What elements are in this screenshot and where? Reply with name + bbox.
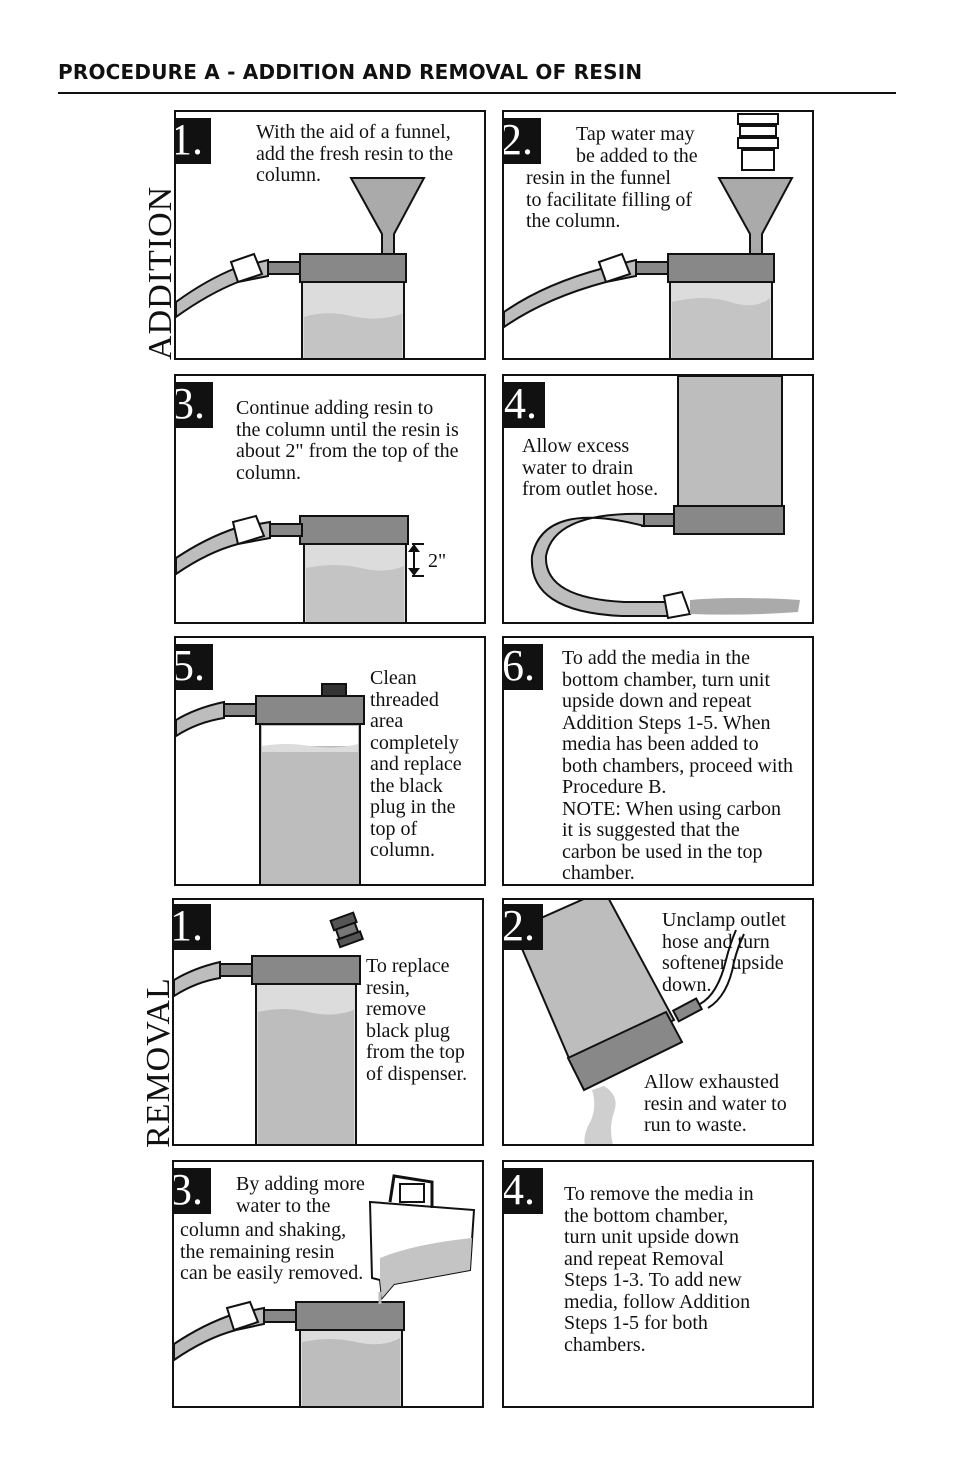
step-instruction-text: To replace resin, remove black plug from… <box>366 955 468 1085</box>
step-instruction-text: To add the media in the bottom chamber, … <box>562 647 794 884</box>
step-instruction-text-top: Tap water may be added to the <box>576 123 698 167</box>
removal-step-1-panel: 1. To replace resin, remove black plug f… <box>172 898 484 1146</box>
addition-step-5-panel: 5. Clean threaded area completely and re… <box>174 636 486 886</box>
step-number-badge: 1. <box>176 118 211 164</box>
step-number-badge: 4. <box>504 1168 543 1214</box>
pitcher-pouring-illustration <box>174 1174 476 1406</box>
step-instruction-text: Allow excess water to drain from outlet … <box>522 435 659 500</box>
step-number-badge: 3. <box>174 1168 211 1214</box>
upside-down-column-illustration <box>512 900 745 1144</box>
addition-step-1-panel: 1. With the aid of a funnel, add the fre… <box>174 110 486 360</box>
draining-column-illustration <box>530 376 800 620</box>
step-number-badge: 6. <box>504 644 543 690</box>
addition-step-6-panel: 6. To add the media in the bottom chambe… <box>502 636 814 886</box>
step-number-badge: 4. <box>504 382 545 428</box>
step-instruction-text: With the aid of a funnel, add the fresh … <box>256 121 454 186</box>
step-instruction-text-top: Unclamp outlet hose and turn softener up… <box>662 909 786 996</box>
step-number-badge: 3. <box>176 382 213 428</box>
removal-step-4-panel: 4. To remove the media in the bottom cha… <box>502 1160 814 1408</box>
addition-step-4-panel: 4. Allow excess water to drain from outl… <box>502 374 814 624</box>
step-instruction-text: Continue adding resin to the column unti… <box>236 397 459 484</box>
filled-column-illustration <box>176 514 424 622</box>
step-number-badge: 1. <box>174 904 211 950</box>
addition-step-2-panel: 2. Tap water may be added to the resin i… <box>502 110 814 360</box>
removal-step-3-panel: 3. By adding more water to the column an… <box>172 1160 484 1408</box>
step-instruction-text: To remove the media in the bottom chambe… <box>564 1183 754 1356</box>
dimension-label: 2" <box>428 550 447 572</box>
step-instruction-text-bottom: column and shaking, the remaining resin … <box>180 1219 364 1284</box>
funnel-column-illustration <box>176 177 426 358</box>
step-instruction-text-bottom: Allow exhausted resin and water to run t… <box>644 1071 787 1136</box>
plugged-column-illustration <box>176 683 365 884</box>
removal-step-2-panel: 2. Unclamp outlet hose and turn softener… <box>502 898 814 1146</box>
addition-step-3-panel: 3. Continue adding resin to the column u… <box>174 374 486 624</box>
step-instruction-text-bottom: resin in the funnel to facilitate fillin… <box>526 167 693 232</box>
step-number-badge: 2. <box>504 118 541 164</box>
page-heading: PROCEDURE A - ADDITION AND REMOVAL OF RE… <box>58 60 643 84</box>
step-instruction-text: Clean threaded area completely and repla… <box>370 667 462 861</box>
plug-removal-illustration <box>174 911 365 1144</box>
step-instruction-text-top: By adding more water to the <box>236 1173 365 1217</box>
step-number-badge: 5. <box>176 644 213 690</box>
step-number-badge: 2. <box>504 904 543 950</box>
heading-rule <box>58 92 896 94</box>
faucet-funnel-column-illustration <box>504 113 794 358</box>
